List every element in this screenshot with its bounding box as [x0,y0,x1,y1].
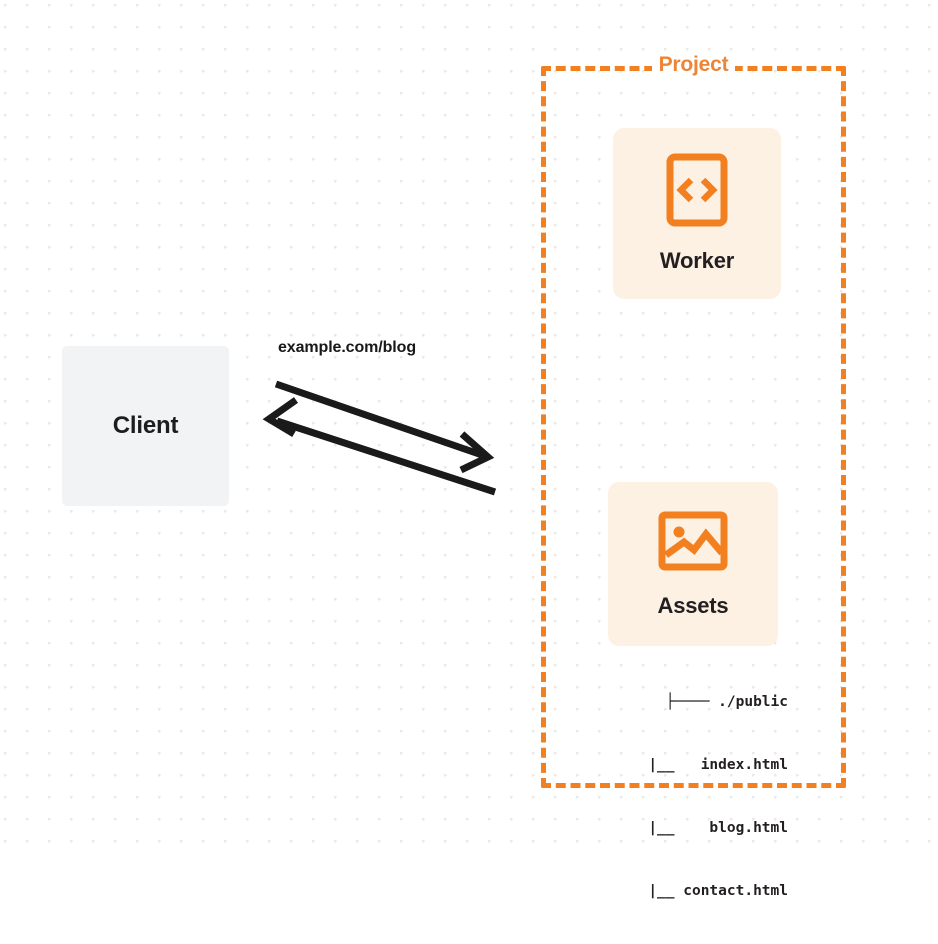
file-tree-row: |__ index.html [604,757,788,773]
client-node-label: Client [112,412,179,439]
asset-file-tree: ├──── ./public |__ index.html |__ blog.h… [588,650,788,944]
request-url-label: example.com/blog [278,339,416,356]
code-file-icon [666,153,728,232]
file-tree-row: ├──── ./public [665,694,788,710]
worker-card[interactable]: Worker [613,128,781,299]
request-arrow [274,380,495,474]
file-tree-row: |__ contact.html [604,883,788,899]
assets-card-label: Assets [657,592,729,618]
assets-card[interactable]: Assets [608,482,778,646]
response-arrow [262,397,497,496]
image-icon [658,510,728,577]
file-tree-row: |__ blog.html [604,820,788,836]
diagram-canvas: Client example.com/blog Project Worker [0,0,938,899]
worker-card-label: Worker [659,248,735,273]
client-node[interactable]: Client [62,346,229,506]
